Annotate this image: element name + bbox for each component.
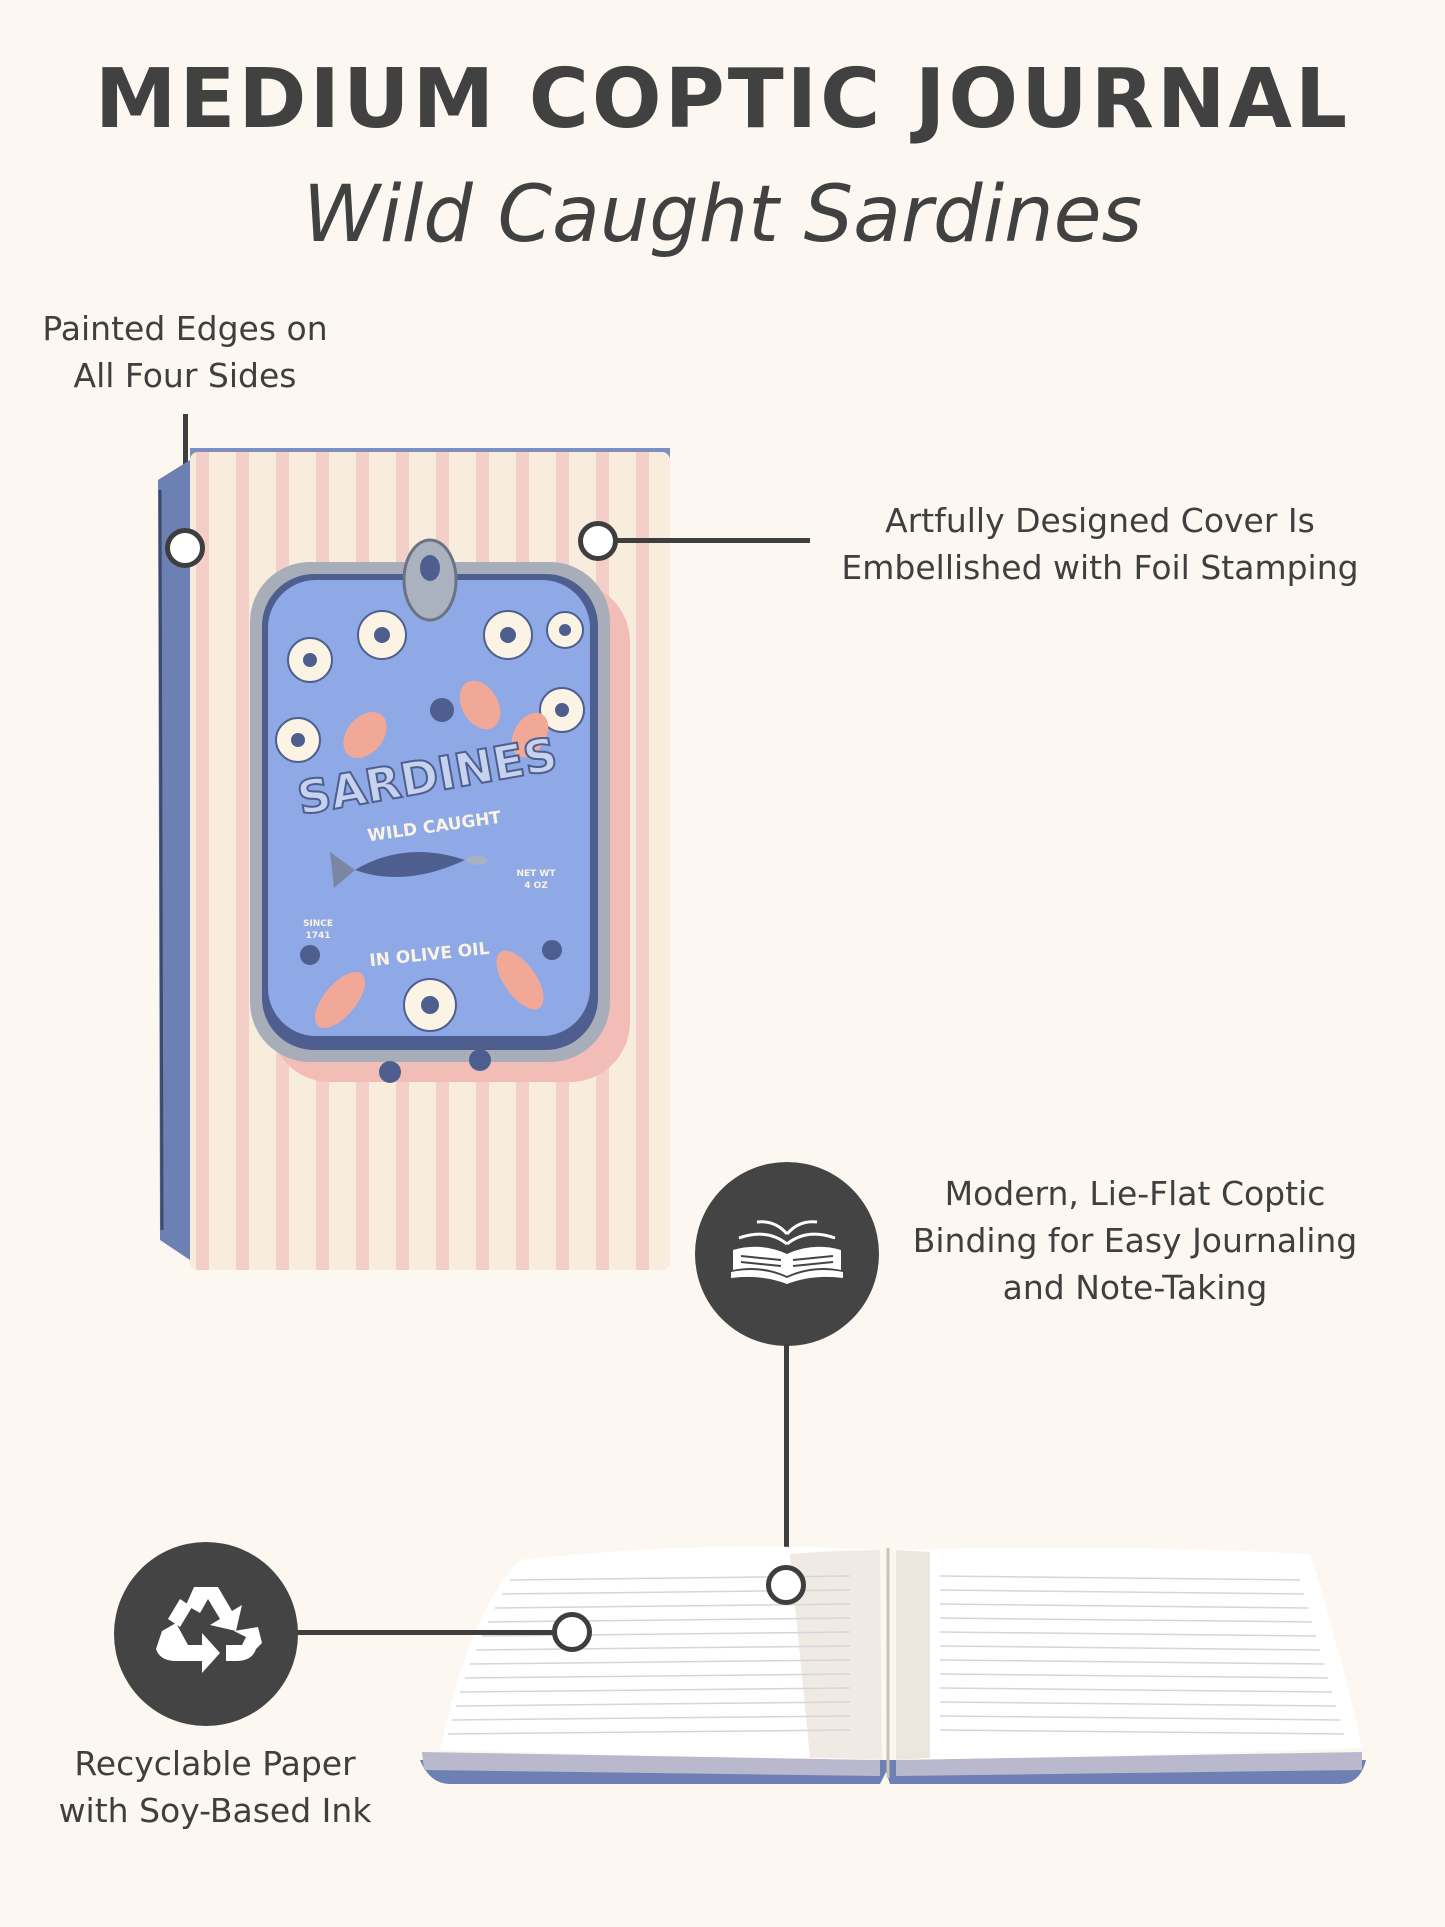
callout-line: Recyclable Paper [74,1744,356,1783]
callout-line: Artfully Designed Cover Is [885,501,1315,540]
callout-binding: Modern, Lie-Flat Coptic Binding for Easy… [880,1170,1390,1311]
open-book-icon [731,1220,843,1284]
open-journal-illustration [420,1546,1366,1784]
callout-paper: Recyclable Paper with Soy-Based Ink [40,1740,390,1834]
closed-journal-illustration: SARDINES WILD CAUGHT NET WT 4 OZ SINCE 1… [158,448,670,1270]
tin-oz-text: 4 OZ [524,881,548,891]
recycle-icon [156,1587,262,1673]
leader-line [784,1344,789,1552]
binding-badge [695,1162,879,1346]
leader-line [290,1630,554,1635]
tin-year-text: 1741 [305,931,330,941]
callout-dot-edges [165,528,205,568]
page-subtitle: Wild Caught Sardines [302,170,1143,260]
page-title: MEDIUM COPTIC JOURNAL [94,52,1351,147]
tin-netwt-text: NET WT [516,869,556,879]
callout-painted-edges: Painted Edges on All Four Sides [30,305,340,399]
callout-line: All Four Sides [73,356,297,395]
callout-line: Embellished with Foil Stamping [841,548,1359,587]
paper-badge [114,1542,298,1726]
callout-dot-binding [766,1565,806,1605]
callout-line: Binding for Easy Journaling [912,1221,1358,1260]
tin-since-text: SINCE [303,919,333,929]
callout-dot-cover [578,521,618,561]
leader-line [616,538,810,543]
callout-line: and Note-Taking [1002,1268,1268,1307]
callout-dot-paper [552,1612,592,1652]
callout-line: Modern, Lie-Flat Coptic [944,1174,1326,1213]
callout-line: Painted Edges on [42,309,328,348]
callout-line: with Soy-Based Ink [58,1791,372,1830]
callout-cover: Artfully Designed Cover Is Embellished w… [820,497,1380,591]
